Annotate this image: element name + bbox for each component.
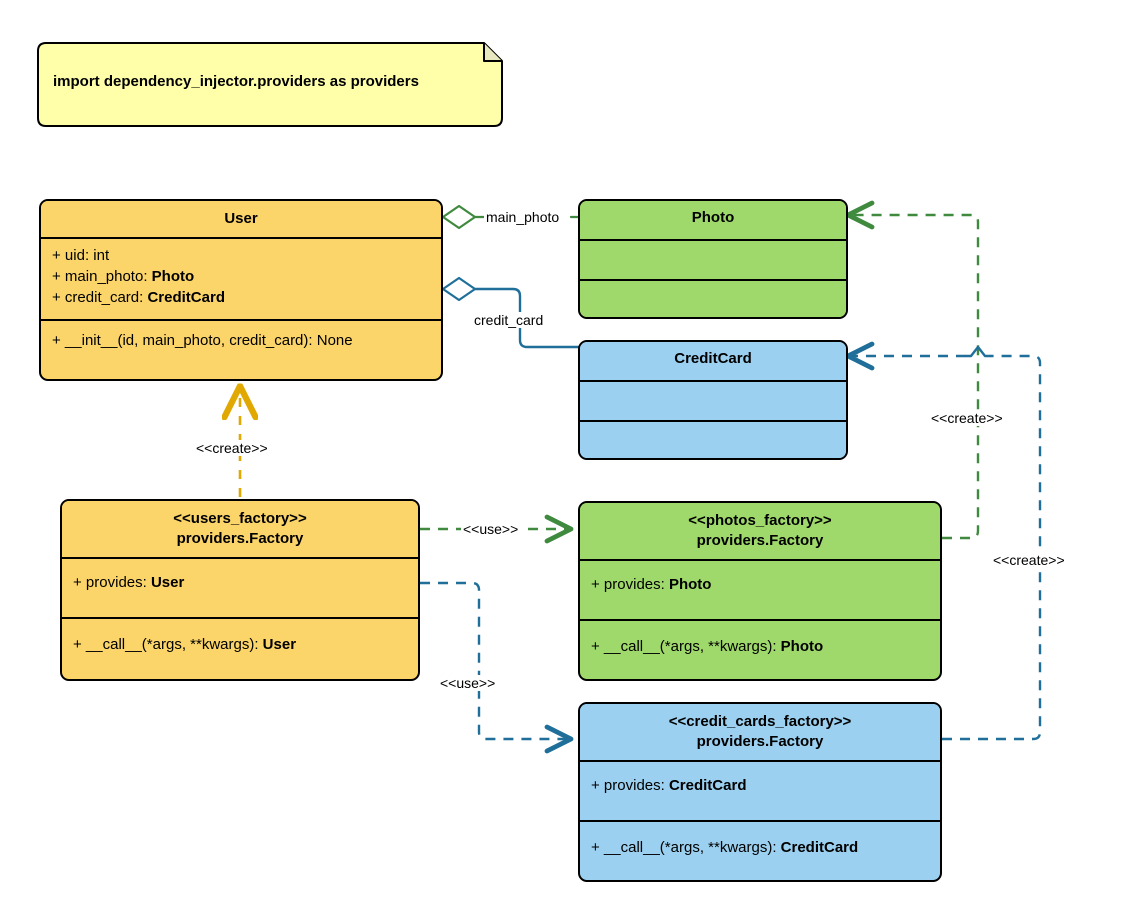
attribute-row: + provides: User <box>73 574 185 591</box>
edge-photos-factory-create-photo <box>845 200 980 540</box>
method-row: + __call__(*args, **kwargs): User <box>73 636 297 653</box>
class-stereotype-users-factory: <<users_factory>> <box>173 510 307 527</box>
attribute-row: + uid: int <box>52 247 110 264</box>
note-shape <box>37 42 503 127</box>
edge-label-use-photos-factory: <<use>> <box>461 521 521 537</box>
class-attributes-creditcard <box>580 382 846 422</box>
attribute-row: + provides: CreditCard <box>591 777 747 794</box>
method-row: + __call__(*args, **kwargs): Photo <box>591 638 824 655</box>
class-title-credit-cards-factory: <<credit_cards_factory>> providers.Facto… <box>580 704 940 762</box>
edge-label-main-photo: main_photo <box>484 209 562 225</box>
class-attributes-photo <box>580 241 846 281</box>
aggregation-diamond-main-photo <box>441 204 477 230</box>
class-attributes-credit-cards-factory: + provides: CreditCard <box>580 762 940 822</box>
attribute-row: + main_photo: Photo <box>52 268 195 285</box>
class-methods-user: + __init__(id, main_photo, credit_card):… <box>41 321 441 357</box>
class-attributes-photos-factory: + provides: Photo <box>580 561 940 621</box>
class-title-photos-factory: <<photos_factory>> providers.Factory <box>580 503 940 561</box>
edge-label-create-user: <<create>> <box>194 440 270 456</box>
method-row: + __init__(id, main_photo, credit_card):… <box>52 332 353 349</box>
class-title-photo: Photo <box>580 201 846 241</box>
attribute-row: + provides: Photo <box>591 576 712 593</box>
class-box-photo[interactable]: Photo <box>578 199 848 319</box>
class-box-users-factory[interactable]: <<users_factory>> providers.Factory + pr… <box>60 499 420 681</box>
edge-label-create-photo: <<create>> <box>929 410 1005 426</box>
edge-users-factory-use-credit-cards-factory <box>420 581 574 754</box>
class-methods-photo <box>580 281 846 317</box>
class-title-user: User <box>41 201 441 239</box>
class-attributes-user: + uid: int + main_photo: Photo + credit_… <box>41 239 441 321</box>
class-methods-photos-factory: + __call__(*args, **kwargs): Photo <box>580 621 940 663</box>
class-methods-credit-cards-factory: + __call__(*args, **kwargs): CreditCard <box>580 822 940 864</box>
class-methods-users-factory: + __call__(*args, **kwargs): User <box>62 619 418 661</box>
class-title-creditcard: CreditCard <box>580 342 846 382</box>
class-attributes-users-factory: + provides: User <box>62 559 418 619</box>
class-title-users-factory: <<users_factory>> providers.Factory <box>62 501 418 559</box>
method-row: + __call__(*args, **kwargs): CreditCard <box>591 839 859 856</box>
class-box-credit-cards-factory[interactable]: <<credit_cards_factory>> providers.Facto… <box>578 702 942 882</box>
class-methods-creditcard <box>580 422 846 458</box>
class-box-creditcard[interactable]: CreditCard <box>578 340 848 460</box>
aggregation-diamond-credit-card <box>441 276 477 302</box>
attribute-row: + credit_card: CreditCard <box>52 289 225 306</box>
edge-label-use-credit-cards-factory: <<use>> <box>438 675 498 691</box>
edge-label-credit-card: credit_card <box>472 312 546 328</box>
class-stereotype-photos-factory: <<photos_factory>> <box>688 512 832 529</box>
edge-label-create-credit-card: <<create>> <box>991 552 1067 568</box>
note-text: import dependency_injector.providers as … <box>53 73 419 90</box>
class-box-photos-factory[interactable]: <<photos_factory>> providers.Factory + p… <box>578 501 942 681</box>
class-stereotype-credit-cards-factory: <<credit_cards_factory>> <box>668 713 852 730</box>
import-note: import dependency_injector.providers as … <box>37 42 503 127</box>
class-box-user[interactable]: User + uid: int + main_photo: Photo + cr… <box>39 199 443 381</box>
